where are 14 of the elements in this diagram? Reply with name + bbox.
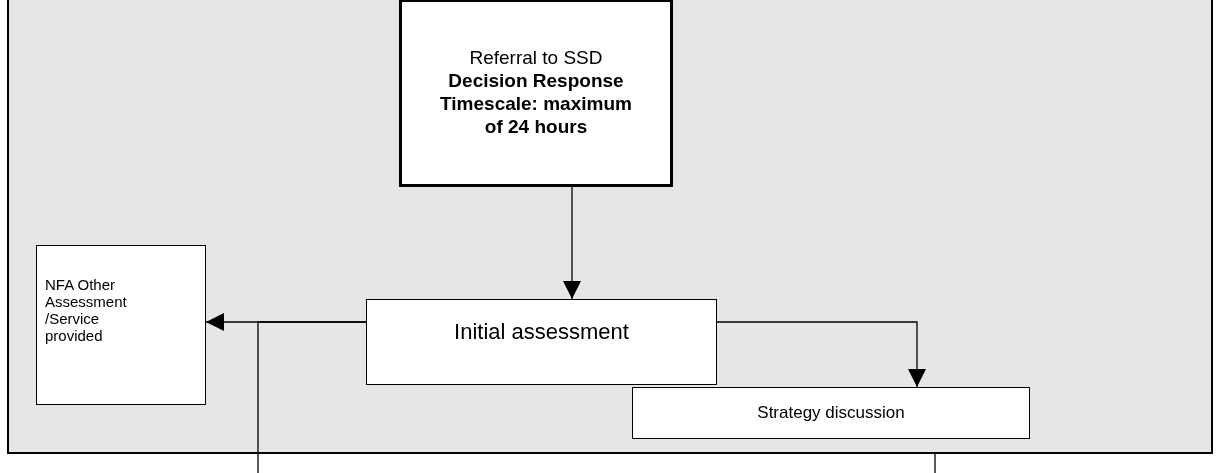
outcome-box — [36, 245, 206, 405]
process-box — [399, 0, 673, 187]
box-text: Referral to SSD — [468, 47, 604, 71]
arrow — [716, 321, 926, 388]
box-text: Strategy discussion — [757, 403, 905, 423]
box-text: NFA Other Assessment /Service provided — [45, 276, 128, 344]
box-text: Initial assessment — [454, 319, 629, 345]
process-box — [366, 299, 717, 385]
arrow — [563, 186, 581, 300]
box-text: Decision Response Timescale: maximum of 24 hours — [439, 70, 633, 139]
process-box — [632, 387, 1030, 439]
connector-line — [257, 321, 367, 473]
panel-background — [7, 0, 1213, 454]
connector-line — [934, 453, 936, 473]
